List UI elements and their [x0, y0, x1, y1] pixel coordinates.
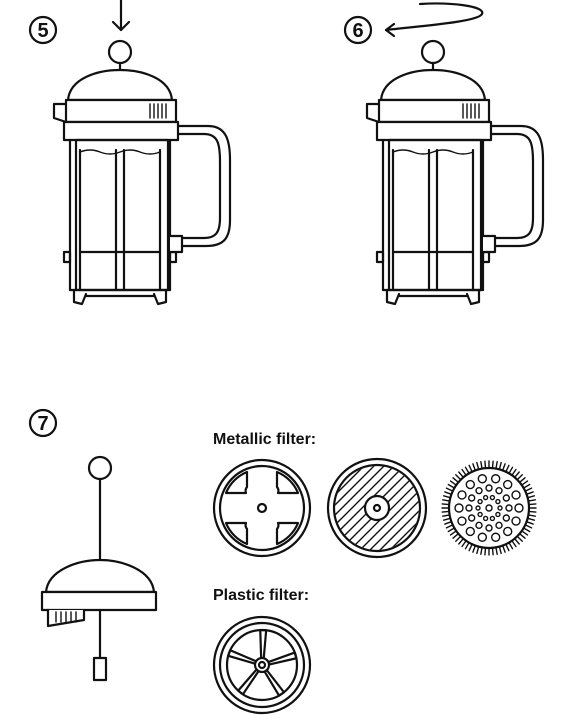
plunger-illustration: [40, 455, 158, 682]
metallic-filter-spring-icon: [441, 460, 537, 556]
metallic-filter-label: Metallic filter:: [213, 431, 316, 448]
plastic-filter-icon: [212, 615, 312, 715]
metallic-filter-mesh-icon: [326, 457, 428, 559]
rotate-arrow-icon: [384, 2, 484, 38]
step-number: 6: [352, 20, 363, 42]
step-6-badge: 6: [343, 15, 373, 45]
step-7-badge: 7: [28, 408, 58, 438]
step-7: 7: [28, 408, 158, 682]
plastic-filter-label: Plastic filter:: [213, 587, 309, 604]
metallic-filter-plate-icon: [212, 458, 312, 558]
step-5-badge: 5: [28, 15, 58, 45]
step-number: 7: [37, 413, 48, 435]
step-6: 6: [343, 2, 545, 306]
down-arrow-icon: [111, 0, 131, 32]
french-press-illustration: [52, 39, 232, 306]
french-press-illustration: [365, 39, 545, 306]
step-number-circle: [28, 15, 58, 45]
step-number-circle: [343, 15, 373, 45]
step-5: 5: [28, 0, 232, 306]
step-number-circle: [28, 408, 58, 438]
step-number: 5: [37, 20, 48, 42]
